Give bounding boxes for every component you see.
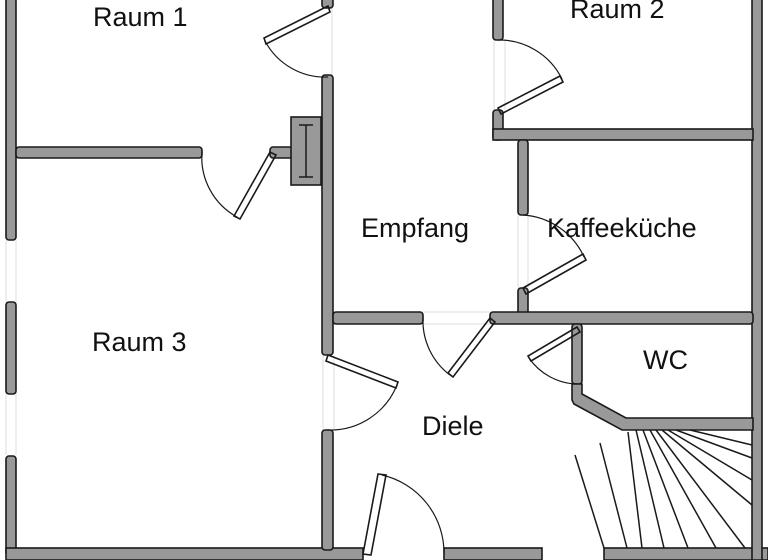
door-raum3-diele: [324, 353, 400, 431]
label-diele: Diele: [422, 411, 484, 441]
wall-raum2-bottom: [492, 128, 754, 141]
door-raum3: [201, 150, 278, 221]
wall-kueche-left-top: [517, 139, 529, 216]
door-raum1: [263, 4, 331, 78]
label-wc: WC: [643, 345, 688, 375]
wall-wc-bottom: [571, 383, 754, 431]
wall-central-upper: [321, 74, 334, 356]
door-empfang: [422, 316, 497, 379]
door-raum2: [496, 39, 565, 116]
wall-right: [751, 0, 763, 560]
wall-bottom-mid: [443, 547, 543, 560]
staircase: [574, 429, 753, 549]
wall-empfang-bottom-right: [489, 311, 754, 325]
wall-empfang-bottom-left: [332, 311, 424, 325]
wall-central-lower: [321, 429, 334, 551]
wall-raum2-left-top: [492, 0, 504, 41]
wall-bottom-left: [5, 547, 364, 560]
wall-left-mid: [5, 301, 17, 395]
label-raum3: Raum 3: [92, 327, 187, 357]
label-empfang: Empfang: [361, 213, 469, 243]
room-labels: Raum 1 Raum 2 Raum 3 Empfang Kaffeeküche…: [92, 0, 697, 441]
doors: [201, 4, 588, 556]
label-raum2: Raum 2: [570, 0, 665, 24]
wall-bottom-right: [603, 547, 768, 560]
wall-central-top: [321, 0, 334, 9]
wall-left-top: [5, 0, 17, 241]
label-raum1: Raum 1: [93, 2, 188, 32]
wall-raum1-raum3-left: [15, 146, 203, 159]
door-kaffeekueche: [521, 214, 588, 296]
door-entrance: [362, 473, 445, 556]
wall-left-low: [5, 455, 17, 557]
label-kaffeekueche: Kaffeeküche: [547, 213, 697, 243]
walls: [5, 0, 768, 560]
door-wc: [526, 325, 582, 385]
